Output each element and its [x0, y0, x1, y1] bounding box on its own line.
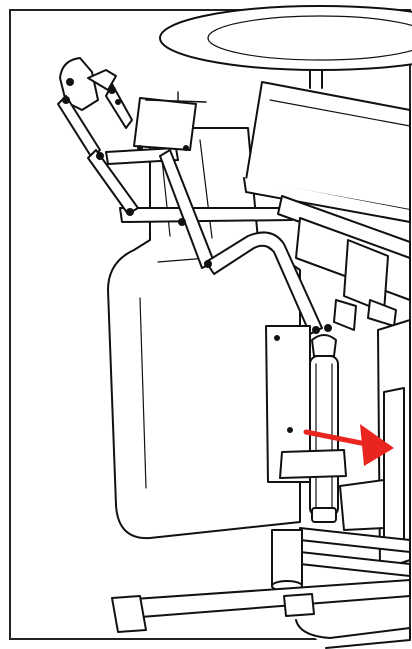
side-frame [279, 319, 411, 571]
pivot-bolts [62, 78, 332, 334]
motor-housing [243, 81, 411, 223]
gas-spring-cylinder [309, 334, 339, 523]
upper-bracket [333, 239, 397, 331]
base-frame [111, 527, 411, 649]
folding-arm [57, 57, 323, 335]
top-plate [159, 5, 412, 89]
direction-arrow [303, 424, 394, 466]
